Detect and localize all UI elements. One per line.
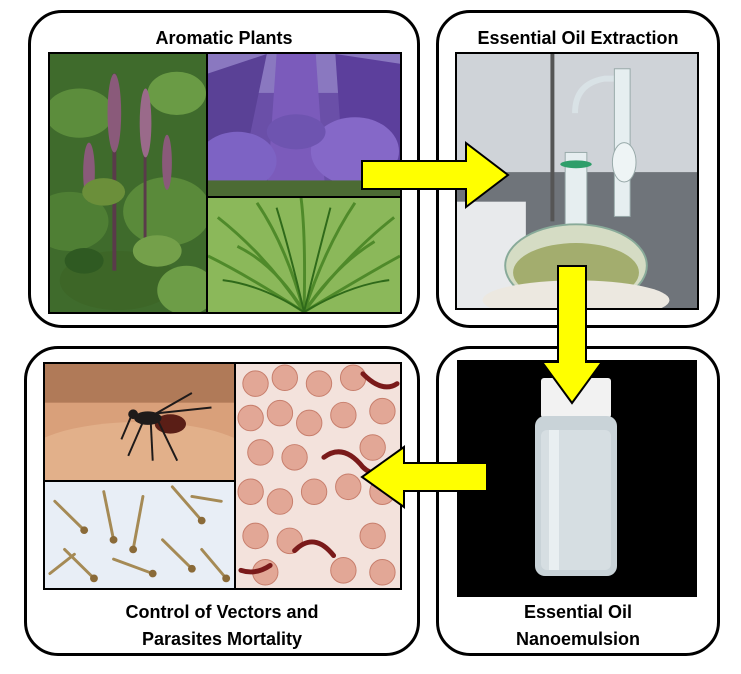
arrow-left-icon bbox=[360, 445, 488, 509]
panel-title-aromatic-plants: Aromatic Plants bbox=[155, 28, 293, 48]
nanoemulsion-vial-photo bbox=[457, 360, 697, 597]
panel-title-nanoemulsion-line1: Essential Oil bbox=[523, 602, 633, 622]
basil-photo bbox=[48, 52, 208, 314]
panel-title-control-line1: Control of Vectors and bbox=[125, 602, 319, 622]
panel-title-control-line2: Parasites Mortality bbox=[141, 629, 303, 649]
lavender-photo bbox=[206, 52, 402, 198]
mosquito-photo bbox=[43, 362, 236, 482]
panel-title-nanoemulsion-line2: Nanoemulsion bbox=[515, 629, 640, 649]
panel-title-extraction: Essential Oil Extraction bbox=[477, 28, 679, 48]
arrow-down-icon bbox=[540, 265, 604, 405]
arrow-right-icon bbox=[361, 140, 510, 210]
lemongrass-photo bbox=[206, 196, 402, 314]
larvae-photo bbox=[43, 480, 236, 590]
